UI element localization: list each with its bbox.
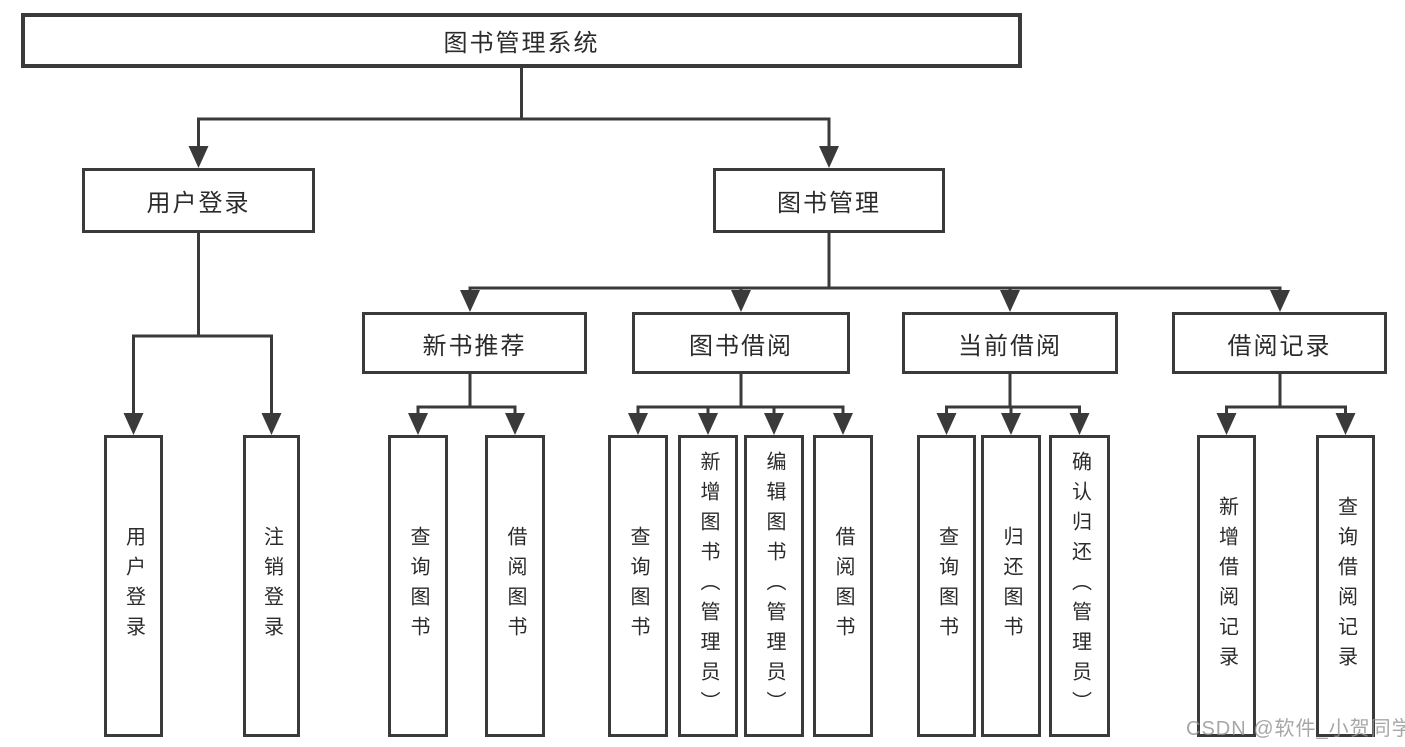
leaf-borrow-borrow-books: 借阅图书 (813, 435, 873, 737)
leaf-user-login-label: 用户登录 (122, 526, 145, 646)
leaf-borrow-add-books-admin-label: 新增图书（管理员） (697, 451, 719, 721)
node-new-book-recommendation-label: 新书推荐 (422, 332, 527, 360)
leaf-current-search-books: 查询图书 (917, 435, 976, 737)
node-root-library-management-system: 图书管理系统 (21, 13, 1022, 68)
node-user-login-label: 用户登录 (146, 190, 251, 217)
leaf-newbook-borrow-books: 借阅图书 (485, 435, 545, 737)
leaf-current-confirm-return-admin: 确认归还（管理员） (1049, 435, 1110, 737)
leaf-borrow-borrow-books-label: 借阅图书 (832, 526, 854, 646)
node-book-management-label: 图书管理 (777, 190, 881, 217)
csdn-watermark: CSDN @软件_小贺同学 (1186, 718, 1405, 740)
node-borrowing-records-label: 借阅记录 (1227, 332, 1332, 360)
node-borrowing-records: 借阅记录 (1172, 312, 1387, 374)
leaf-current-return-books-label: 归还图书 (1000, 526, 1022, 646)
leaf-newbook-search-books: 查询图书 (388, 435, 448, 737)
leaf-logout: 注销登录 (243, 435, 300, 737)
node-user-login: 用户登录 (82, 168, 315, 233)
node-new-book-recommendation: 新书推荐 (362, 312, 587, 374)
leaf-logout-label: 注销登录 (260, 526, 283, 646)
node-book-management: 图书管理 (713, 168, 945, 233)
leaf-user-login: 用户登录 (104, 435, 163, 737)
node-current-borrowing: 当前借阅 (902, 312, 1118, 374)
node-book-borrowing-label: 图书借阅 (689, 332, 793, 360)
leaf-records-add-record: 新增借阅记录 (1197, 435, 1256, 737)
leaf-records-search-record-label: 查询借阅记录 (1334, 496, 1357, 676)
leaf-current-search-books-label: 查询图书 (935, 526, 958, 646)
leaf-newbook-borrow-books-label: 借阅图书 (504, 526, 526, 646)
node-current-borrowing-label: 当前借阅 (958, 332, 1062, 360)
leaf-current-confirm-return-admin-label: 确认归还（管理员） (1068, 451, 1091, 721)
leaf-records-add-record-label: 新增借阅记录 (1215, 496, 1238, 676)
node-book-borrowing: 图书借阅 (632, 312, 850, 374)
leaf-borrow-edit-books-admin-label: 编辑图书（管理员） (763, 451, 785, 721)
leaf-records-search-record: 查询借阅记录 (1316, 435, 1375, 737)
leaf-borrow-search-books: 查询图书 (608, 435, 668, 737)
leaf-newbook-search-books-label: 查询图书 (407, 526, 429, 646)
leaf-borrow-search-books-label: 查询图书 (627, 526, 649, 646)
node-root-label: 图书管理系统 (443, 30, 600, 57)
leaf-borrow-add-books-admin: 新增图书（管理员） (678, 435, 738, 737)
leaf-current-return-books: 归还图书 (981, 435, 1041, 737)
leaf-borrow-edit-books-admin: 编辑图书（管理员） (744, 435, 804, 737)
